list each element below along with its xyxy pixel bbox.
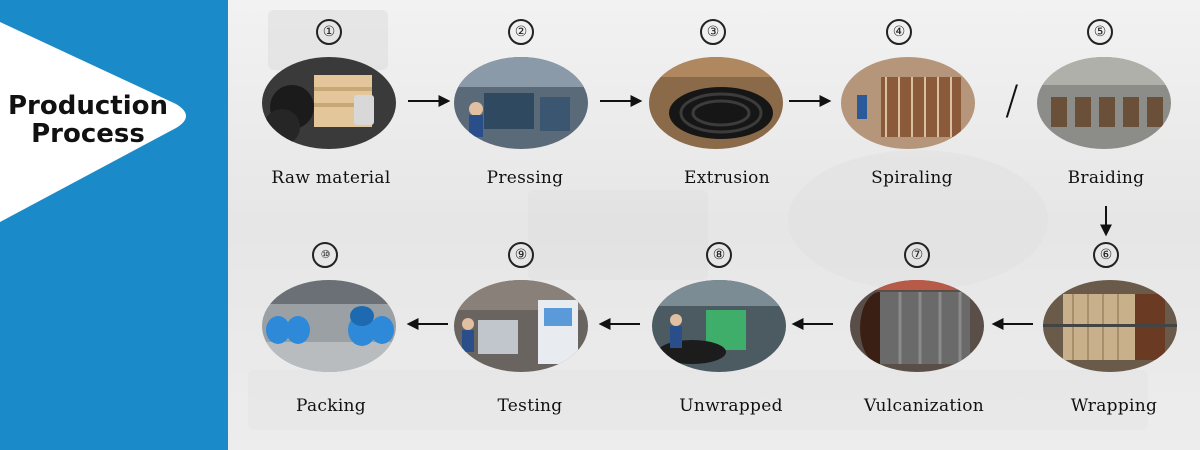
background-shape (528, 190, 708, 280)
step-photo-testing (454, 280, 588, 372)
step-label-spiraling: Spiraling (871, 168, 953, 188)
step-number-7: ⑦ (904, 242, 930, 268)
step-number-3: ③ (700, 19, 726, 45)
step-label-vulcanization: Vulcanization (863, 396, 985, 416)
step-number-5: ⑤ (1087, 19, 1113, 45)
page-title: Production Process (2, 92, 174, 148)
step-number-6: ⑥ (1093, 242, 1119, 268)
step-number-4: ④ (886, 19, 912, 45)
step-photo-spiraling (841, 57, 975, 149)
step-number-1: ① (316, 19, 342, 45)
title-line-1: Production (8, 91, 168, 121)
step-photo-pressing (454, 57, 588, 149)
step-number-8: ⑧ (706, 242, 732, 268)
step-number-9: ⑨ (508, 242, 534, 268)
step-photo-unwrapped (652, 280, 786, 372)
separator-slash: / (1005, 78, 1019, 124)
step-photo-vulcanization (850, 280, 984, 372)
step-photo-packing (262, 280, 396, 372)
step-photo-wrapping (1043, 280, 1177, 372)
play-arrow-icon (0, 22, 186, 222)
step-label-pressing: Pressing (486, 168, 564, 188)
step-photo-extrusion (649, 57, 783, 149)
step-label-testing: Testing (497, 396, 563, 416)
step-photo-raw-material (262, 57, 396, 149)
step-label-wrapping: Wrapping (1070, 396, 1158, 416)
step-photo-braiding (1037, 57, 1171, 149)
step-number-2: ② (508, 19, 534, 45)
background-shape (248, 370, 1148, 430)
step-label-braiding: Braiding (1067, 168, 1145, 188)
step-label-raw-material: Raw material (271, 168, 391, 188)
step-number-10: ⑩ (312, 242, 338, 268)
step-label-packing: Packing (295, 396, 366, 416)
step-label-extrusion: Extrusion (684, 168, 770, 188)
title-line-2: Process (31, 119, 145, 149)
step-label-unwrapped: Unwrapped (679, 396, 783, 416)
